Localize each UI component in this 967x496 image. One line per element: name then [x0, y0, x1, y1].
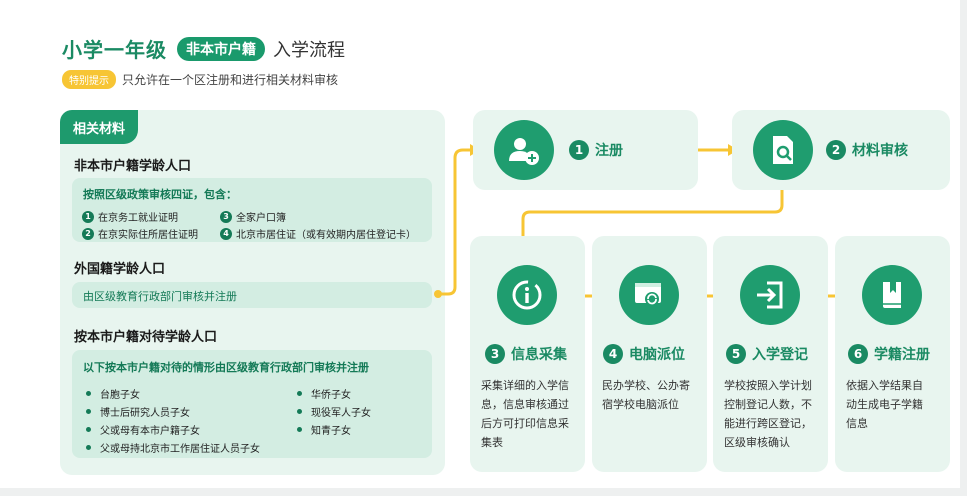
step-label-5: 5 入学登记 [726, 344, 808, 364]
section-title-non-local: 非本市户籍学龄人口 [74, 159, 192, 174]
item-text: 知青子女 [311, 426, 351, 437]
bullet [297, 427, 302, 432]
step-number: 2 [826, 140, 846, 160]
step-number: 4 [603, 344, 623, 364]
list-item: 父或母有本市户籍子女 [86, 419, 200, 438]
step-label-6: 6 学籍注册 [848, 344, 930, 364]
item-text: 博士后研究人员子女 [100, 408, 190, 419]
step-name: 入学登记 [752, 347, 808, 363]
step-label-2: 2 材料审核 [826, 140, 908, 160]
list-item: 知青子女 [297, 419, 351, 438]
non-local-head: 按照区级政策审核四证，包含： [83, 188, 237, 201]
bullet [86, 445, 91, 450]
info-sync-icon [497, 265, 557, 325]
item-text: 父或母持北京市工作居住证人员子女 [100, 444, 260, 455]
desc-line: 后方可打印信息采 [481, 417, 569, 430]
step-name: 信息采集 [511, 347, 567, 363]
add-user-icon [494, 120, 554, 180]
bullet [297, 391, 302, 396]
list-item: 父或母持北京市工作居住证人员子女 [86, 437, 260, 456]
step-description-5: 学校按照入学计划 控制登记人数，不 能进行跨区登记， 区级审核确认 [724, 376, 812, 452]
desc-line: 学校按照入学计划 [724, 379, 812, 392]
list-item: 1 在京务工就业证明 [82, 206, 178, 225]
book-icon [862, 265, 922, 325]
bullet [86, 409, 91, 414]
number-badge: 2 [82, 227, 94, 240]
list-item: 现役军人子女 [297, 401, 371, 420]
section-title-foreign: 外国籍学龄人口 [74, 262, 166, 277]
step-number: 3 [485, 344, 505, 364]
step-description-4: 民办学校、公办寄 宿学校电脑派位 [602, 376, 690, 414]
step-description-6: 依据入学结果自 动生成电子学籍 信息 [846, 376, 923, 433]
title-badge: 非本市户籍 [177, 36, 265, 61]
desc-line: 动生成电子学籍 [846, 398, 923, 411]
desc-line: 信息 [846, 417, 868, 430]
list-item: 台胞子女 [86, 383, 140, 402]
step-label-1: 1 注册 [569, 140, 623, 160]
list-item: 3 全家户口簿 [220, 206, 286, 225]
list-item: 华侨子女 [297, 383, 351, 402]
section-title-treated-local: 按本市户籍对待学龄人口 [74, 330, 218, 345]
item-text: 台胞子女 [100, 390, 140, 401]
title-main: 小学一年级 [62, 38, 167, 62]
item-text: 在京实际住所居住证明 [98, 230, 198, 241]
item-text: 全家户口簿 [236, 213, 286, 224]
desc-line: 集表 [481, 436, 503, 449]
desc-line: 控制登记人数，不 [724, 398, 812, 411]
item-text: 北京市居住证（或有效期内居住登记卡） [236, 230, 416, 241]
number-badge: 1 [82, 210, 94, 223]
step-number: 5 [726, 344, 746, 364]
step-label-3: 3 信息采集 [485, 344, 567, 364]
item-text: 在京务工就业证明 [98, 213, 178, 224]
tip-row: 特别提示 只允许在一个区注册和进行相关材料审核 [62, 70, 338, 89]
treated-local-head: 以下按本市户籍对待的情形由区级教育行政部门审核并注册 [83, 361, 369, 374]
step-name: 注册 [595, 143, 623, 159]
step-card-3: 3 信息采集 采集详细的入学信 息，信息审核通过 后方可打印信息采 集表 [470, 236, 585, 472]
desc-line: 宿学校电脑派位 [602, 398, 679, 411]
item-text: 现役军人子女 [311, 408, 371, 419]
step-number: 1 [569, 140, 589, 160]
step-name: 电脑派位 [629, 347, 685, 363]
step-card-6: 6 学籍注册 依据入学结果自 动生成电子学籍 信息 [835, 236, 950, 472]
foreign-box: 由区级教育行政部门审核并注册 [72, 282, 432, 308]
login-enter-icon [740, 265, 800, 325]
document-search-icon [753, 120, 813, 180]
tip-badge: 特别提示 [62, 70, 116, 89]
list-item: 4 北京市居住证（或有效期内居住登记卡） [220, 223, 416, 242]
list-item: 2 在京实际住所居住证明 [82, 223, 198, 242]
list-item: 博士后研究人员子女 [86, 401, 190, 420]
page-title: 小学一年级 非本市户籍 入学流程 [62, 34, 345, 63]
step-label-4: 4 电脑派位 [603, 344, 685, 364]
step-card-4: 4 电脑派位 民办学校、公办寄 宿学校电脑派位 [592, 236, 707, 472]
computer-refresh-icon [619, 265, 679, 325]
step-name: 学籍注册 [874, 347, 930, 363]
title-sub: 入学流程 [273, 39, 345, 61]
bullet [86, 391, 91, 396]
step-card-2: 2 材料审核 [732, 110, 950, 190]
materials-tab: 相关材料 [60, 110, 138, 144]
step-name: 材料审核 [852, 143, 908, 159]
bullet [297, 409, 302, 414]
treated-local-box: 以下按本市户籍对待的情形由区级教育行政部门审核并注册 台胞子女 博士后研究人员子… [72, 350, 432, 458]
number-badge: 3 [220, 210, 232, 223]
desc-line: 采集详细的入学信 [481, 379, 569, 392]
step-number: 6 [848, 344, 868, 364]
desc-line: 依据入学结果自 [846, 379, 923, 392]
desc-line: 区级审核确认 [724, 436, 790, 449]
non-local-box: 按照区级政策审核四证，包含： 1 在京务工就业证明 2 在京实际住所居住证明 3 全家… [72, 178, 432, 242]
item-text: 华侨子女 [311, 390, 351, 401]
foreign-text: 由区级教育行政部门审核并注册 [83, 290, 237, 303]
step-card-1: 1 注册 [473, 110, 698, 190]
bullet [86, 427, 91, 432]
step-description-3: 采集详细的入学信 息，信息审核通过 后方可打印信息采 集表 [481, 376, 569, 452]
item-text: 父或母有本市户籍子女 [100, 426, 200, 437]
desc-line: 民办学校、公办寄 [602, 379, 690, 392]
desc-line: 息，信息审核通过 [481, 398, 569, 411]
desc-line: 能进行跨区登记， [724, 417, 812, 430]
step-card-5: 5 入学登记 学校按照入学计划 控制登记人数，不 能进行跨区登记， 区级审核确认 [713, 236, 828, 472]
tip-text: 只允许在一个区注册和进行相关材料审核 [122, 73, 339, 87]
number-badge: 4 [220, 227, 232, 240]
